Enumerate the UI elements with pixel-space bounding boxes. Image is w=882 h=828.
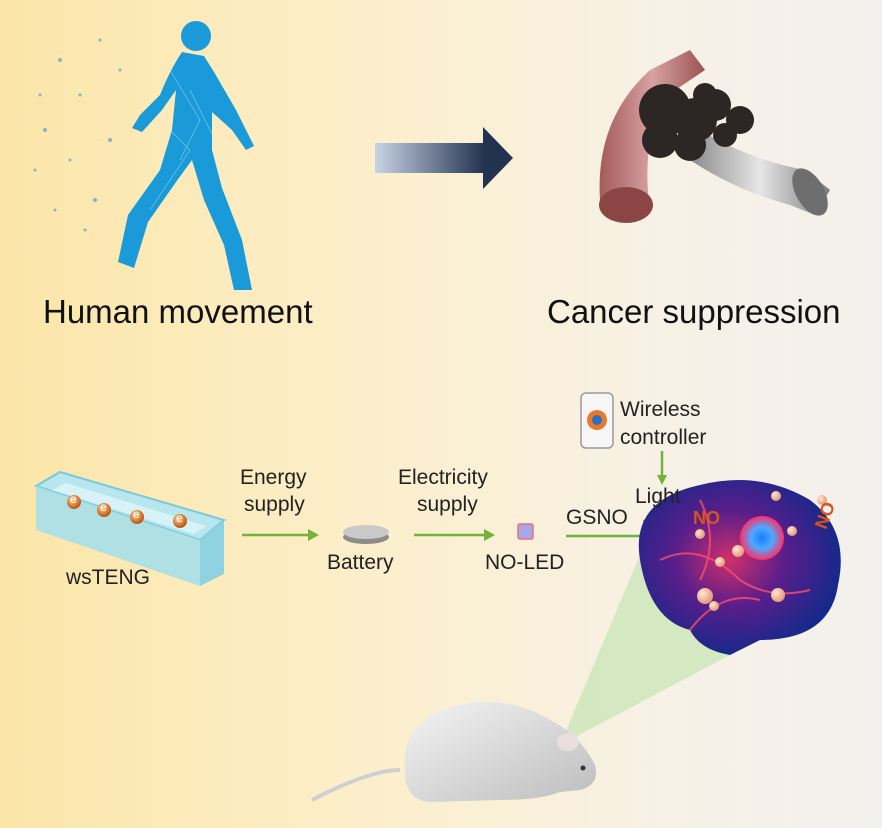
wsteng-device xyxy=(33,470,227,586)
electron-4 xyxy=(173,514,187,528)
human-movement-caption: Human movement xyxy=(43,293,313,330)
electron-3 xyxy=(130,510,144,524)
rat-illustration xyxy=(311,702,596,802)
electron-particles xyxy=(67,495,187,528)
battery-icon xyxy=(343,525,389,544)
battery-label: Battery xyxy=(327,551,394,574)
electron-2 xyxy=(97,503,111,517)
energy-label-line2: supply xyxy=(244,493,305,516)
no-led-label: NO-LED xyxy=(485,551,565,574)
wsteng-label: wsTENG xyxy=(66,566,150,589)
transition-arrow xyxy=(375,127,513,189)
no-particles xyxy=(695,491,827,611)
controller-label-line2: controller xyxy=(620,426,707,449)
phone-controller-icon xyxy=(580,392,614,449)
no-led-icon xyxy=(517,523,534,540)
tumor-site xyxy=(740,516,784,560)
electron-symbol-3: e xyxy=(133,507,140,521)
electron-symbol-2: e xyxy=(100,500,107,514)
brain-illustration xyxy=(638,480,841,655)
gsno-label: GSNO xyxy=(566,506,628,529)
light-label: Light xyxy=(635,485,681,508)
electricity-label-line2: supply xyxy=(417,493,478,516)
electron-symbol-1: e xyxy=(70,492,77,506)
controller-label-line1: Wireless xyxy=(620,398,701,421)
electron-1 xyxy=(67,495,81,509)
energy-label-line1: Energy xyxy=(240,466,307,489)
vessel-tumor-illustration xyxy=(599,50,830,223)
human-figure-illustration xyxy=(33,21,254,290)
electron-symbol-4: e xyxy=(176,511,183,525)
light-beam xyxy=(560,555,730,745)
no-label-1: NO xyxy=(693,508,720,528)
electricity-label-line1: Electricity xyxy=(398,466,488,489)
cancer-suppression-caption: Cancer suppression xyxy=(547,293,841,330)
